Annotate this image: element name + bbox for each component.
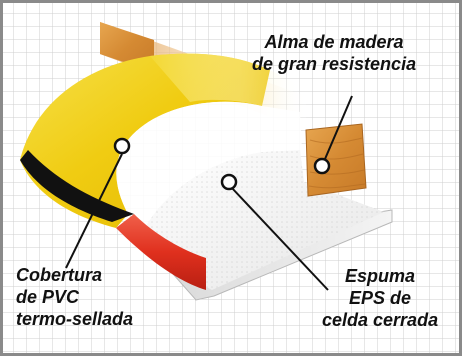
label-eps-foam: Espuma EPS de celda cerrada: [322, 265, 438, 331]
callout-line-wood: [321, 95, 353, 167]
label-pvc-cover-line3: termo-sellada: [16, 309, 134, 329]
label-eps-foam-line2: EPS de: [349, 288, 412, 308]
red-edge-layer: [116, 214, 206, 290]
callout-line-foam: [230, 186, 329, 291]
glossy-inner-layer: [116, 101, 302, 226]
callout-marker-foam: [220, 173, 238, 191]
label-pvc-cover-line2: de PVC: [16, 287, 80, 307]
label-wood-core-line1: Alma de madera: [264, 32, 404, 52]
label-pvc-cover-line1: Cobertura: [16, 265, 103, 285]
callout-line-pvc: [65, 153, 123, 269]
label-eps-foam-line1: Espuma: [345, 266, 416, 286]
callout-marker-pvc: [113, 137, 131, 155]
callout-marker-wood: [313, 157, 331, 175]
black-trim-band: [20, 150, 134, 222]
label-eps-foam-line3: celda cerrada: [322, 310, 439, 330]
label-wood-core-line2: de gran resistencia: [252, 54, 417, 74]
label-wood-core: Alma de madera de gran resistencia: [252, 31, 416, 75]
label-pvc-cover: Cobertura de PVC termo-sellada: [16, 264, 133, 330]
